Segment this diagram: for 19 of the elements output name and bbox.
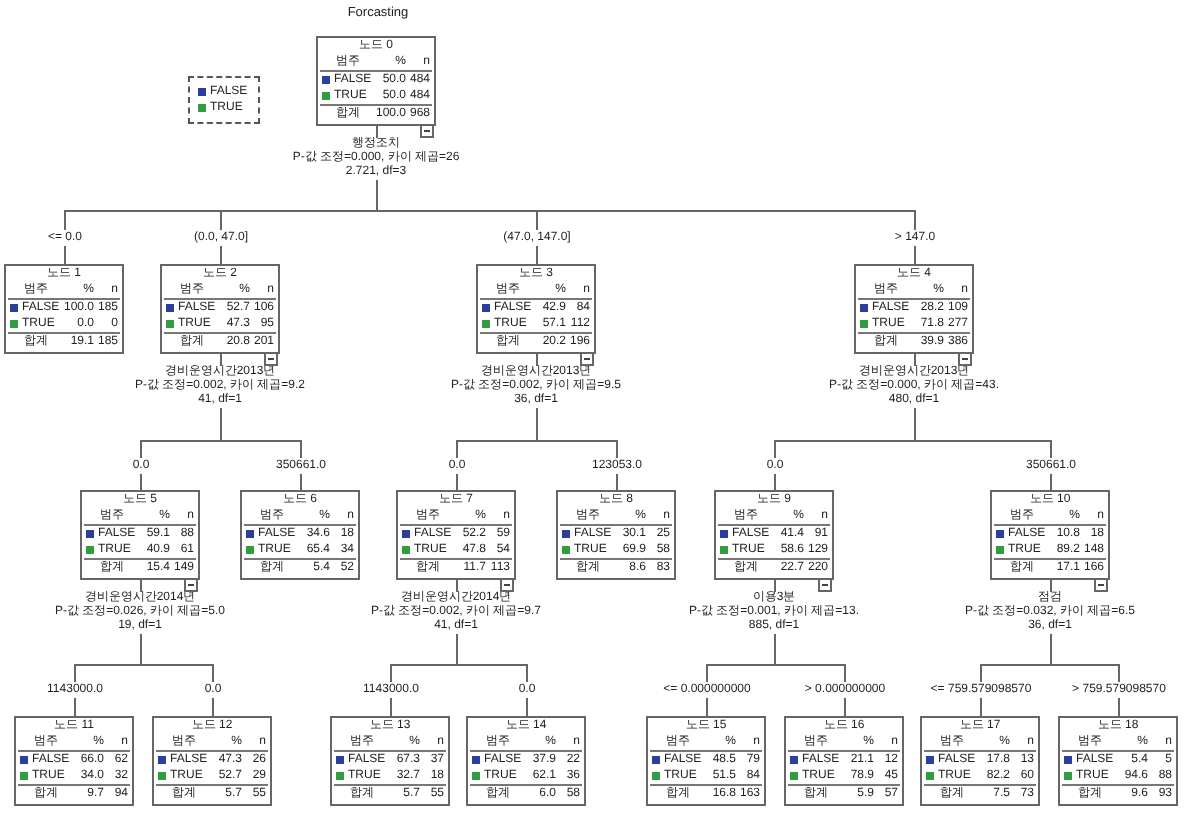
tree-connector bbox=[220, 407, 302, 491]
node-box bbox=[330, 716, 450, 806]
node-box bbox=[4, 264, 124, 354]
tree-connector bbox=[140, 633, 214, 717]
tree-connector bbox=[536, 407, 618, 491]
tree-connector bbox=[456, 633, 528, 717]
node-box bbox=[466, 716, 586, 806]
node-box bbox=[920, 716, 1040, 806]
tree-connector bbox=[774, 633, 846, 717]
tree-connector bbox=[376, 179, 916, 265]
tree-connector bbox=[1050, 633, 1120, 717]
node-box bbox=[1058, 716, 1178, 806]
node-box bbox=[646, 716, 766, 806]
node-box bbox=[240, 490, 360, 580]
node-box bbox=[14, 716, 134, 806]
node-box bbox=[556, 490, 676, 580]
node-box bbox=[784, 716, 904, 806]
node-box bbox=[152, 716, 272, 806]
tree-connector bbox=[914, 407, 1052, 491]
